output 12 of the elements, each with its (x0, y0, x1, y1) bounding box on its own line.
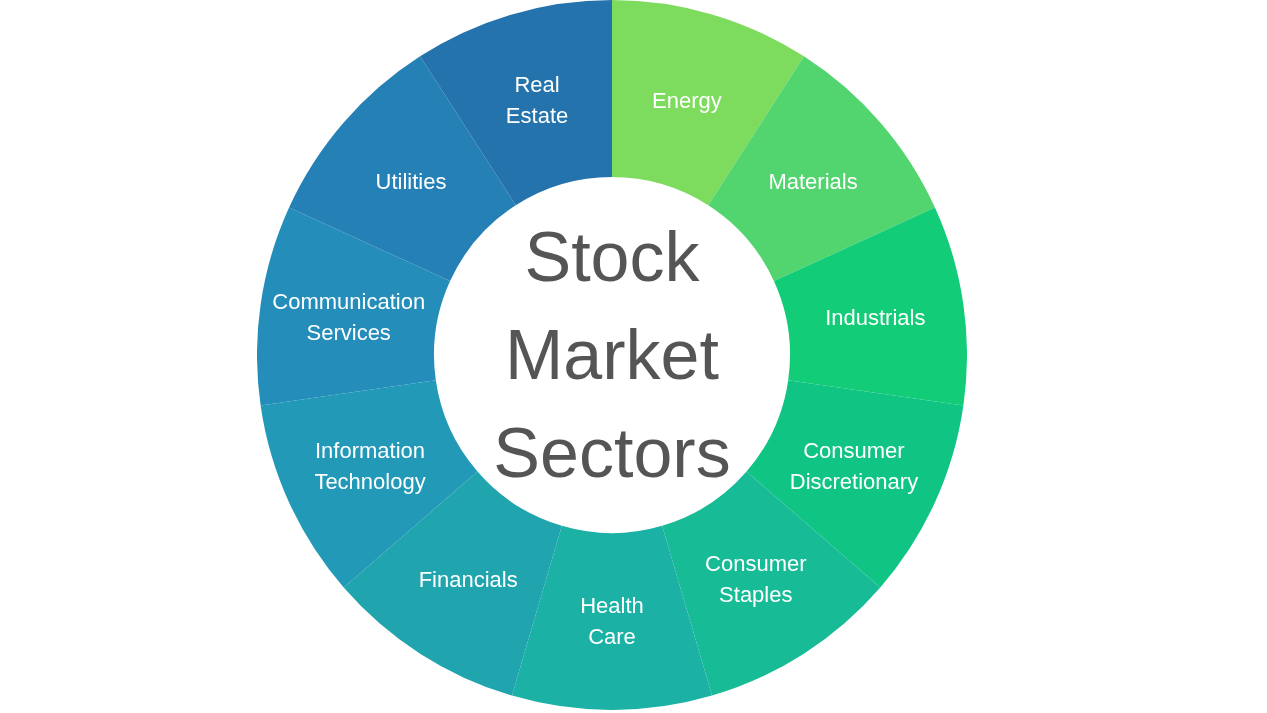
sector-label: Energy (652, 86, 722, 115)
sector-label: Information Technology (314, 436, 426, 496)
sector-label: Consumer Staples (705, 549, 807, 609)
sector-label: Real Estate (505, 70, 569, 130)
sector-label: Utilities (375, 167, 447, 196)
sector-label: Industrials (825, 303, 926, 332)
sector-label: Financials (418, 565, 518, 594)
sector-label: Consumer Discretionary (789, 436, 919, 496)
sector-label: Materials (768, 167, 858, 196)
center-title: Stock Market Sectors (493, 217, 731, 494)
sector-label: Communication Services (272, 288, 426, 348)
sector-label: Health Care (580, 592, 644, 651)
